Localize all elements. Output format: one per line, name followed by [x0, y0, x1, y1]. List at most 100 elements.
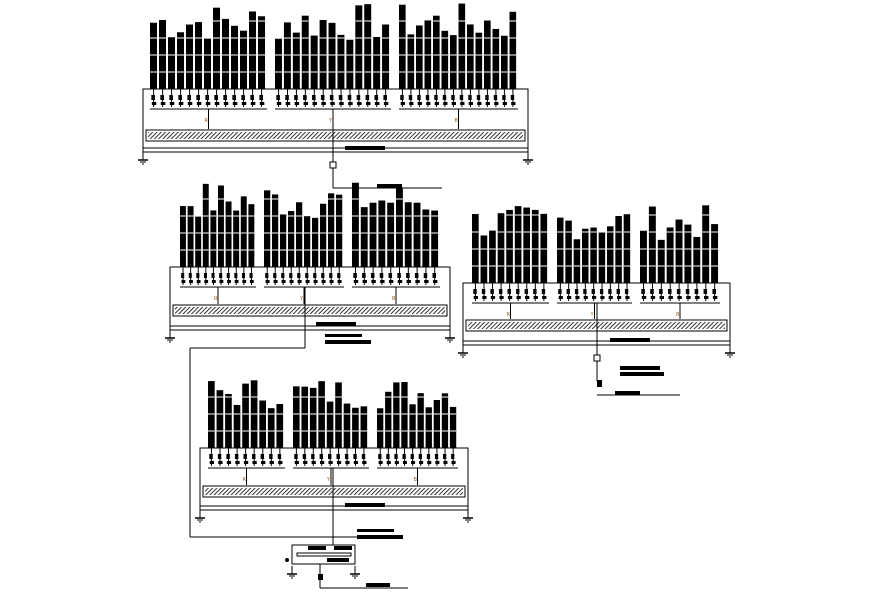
circuit-label-block	[501, 35, 508, 89]
breaker-icon	[418, 454, 422, 459]
outgoing-circuit	[393, 382, 400, 466]
outgoing-circuit	[360, 207, 368, 285]
circuit-label-block	[218, 185, 224, 267]
ground-icon	[463, 510, 473, 523]
ground-icon	[725, 345, 735, 358]
breaker-icon	[468, 95, 472, 100]
breaker-contact	[303, 461, 308, 464]
outgoing-circuit	[675, 219, 683, 301]
circuit-label-block	[480, 235, 488, 283]
outgoing-circuit	[309, 387, 317, 466]
circuit-label-block	[573, 239, 581, 283]
outgoing-circuit	[283, 22, 291, 107]
circuit-label-block	[433, 15, 440, 90]
outgoing-circuit	[250, 380, 258, 466]
circuit-label-block	[373, 37, 381, 89]
breaker-icon	[402, 454, 406, 459]
breaker-contact	[417, 102, 422, 105]
earth-pit-icon	[285, 558, 289, 562]
outgoing-circuit	[489, 230, 496, 301]
outgoing-circuit	[693, 236, 701, 301]
circuit-label-block	[225, 393, 232, 448]
outgoing-circuit	[343, 403, 351, 466]
outgoing-circuit	[640, 230, 647, 301]
outgoing-circuit	[272, 194, 279, 285]
breaker-icon	[498, 289, 503, 294]
breaker-icon	[583, 289, 587, 294]
breaker-icon	[250, 95, 254, 100]
breaker-contact	[353, 461, 359, 464]
circuit-label-block	[202, 183, 209, 267]
outgoing-circuit	[360, 406, 368, 466]
outgoing-circuit	[249, 11, 257, 107]
circuit-label-block	[195, 216, 202, 267]
circuit-group-R: R	[150, 7, 267, 129]
circuit-label-block	[159, 19, 167, 89]
outgoing-circuit	[607, 226, 614, 301]
breaker-icon	[328, 454, 332, 459]
breaker-contact	[312, 102, 317, 105]
breaker-icon	[205, 95, 209, 100]
breaker-icon	[297, 273, 301, 278]
breaker-icon	[493, 95, 498, 100]
breaker-contact	[320, 461, 325, 464]
circuit-label-block	[431, 210, 439, 267]
phase-label-R: R	[507, 312, 511, 318]
circuit-label-block	[441, 393, 449, 448]
outgoing-circuit	[195, 216, 202, 285]
breaker-icon	[219, 273, 223, 278]
outgoing-circuit	[186, 24, 194, 107]
breaker-contact	[490, 296, 496, 299]
circuit-label-block	[675, 219, 683, 283]
outgoing-circuit	[296, 202, 303, 285]
breaker-icon	[473, 289, 477, 294]
breaker-contact	[294, 102, 300, 105]
outgoing-circuit	[225, 201, 232, 285]
outgoing-circuit	[218, 185, 224, 285]
circuit-label-block	[275, 38, 282, 89]
breaker-icon	[608, 289, 612, 294]
breaker-icon	[277, 454, 282, 459]
ground-icon	[523, 152, 533, 165]
breaker-contact	[353, 280, 359, 283]
outgoing-circuit	[557, 217, 564, 301]
breaker-contact	[567, 296, 572, 299]
breaker-icon	[410, 454, 414, 459]
breaker-contact	[473, 296, 478, 299]
outgoing-circuit	[387, 202, 395, 285]
breaker-contact	[265, 280, 270, 283]
main-busbar	[296, 552, 352, 557]
breaker-contact	[151, 102, 157, 105]
outgoing-circuit	[648, 206, 656, 301]
outgoing-circuit	[240, 30, 248, 107]
breaker-contact	[297, 280, 302, 283]
outgoing-circuit	[623, 214, 631, 301]
outgoing-circuit	[590, 227, 597, 301]
circuit-label-block	[425, 407, 432, 448]
outgoing-circuit	[458, 3, 466, 107]
circuit-label-block	[168, 37, 176, 89]
breaker-contact	[242, 280, 247, 283]
outgoing-circuit	[484, 20, 491, 107]
circuit-label-block	[292, 32, 300, 89]
breaker-icon	[337, 273, 341, 278]
outgoing-circuit	[240, 196, 247, 285]
breaker-icon	[386, 454, 390, 459]
circuit-label-block	[377, 408, 384, 448]
breaker-icon	[434, 454, 439, 459]
circuit-label-block	[557, 217, 564, 283]
breaker-icon	[336, 454, 340, 459]
circuit-label-block	[259, 400, 267, 448]
breaker-icon	[507, 289, 511, 294]
circuit-label-block	[231, 25, 239, 89]
breaker-icon	[209, 454, 213, 459]
breaker-contact	[383, 102, 389, 105]
circuit-label-block	[615, 216, 622, 283]
breaker-contact	[311, 461, 316, 464]
outgoing-circuit	[187, 206, 194, 285]
circuit-group-Y: Y	[293, 381, 369, 485]
circuit-label-block	[441, 30, 449, 90]
breaker-contact	[468, 102, 473, 105]
circuit-label-block	[531, 209, 539, 283]
breaker-contact	[668, 296, 673, 299]
